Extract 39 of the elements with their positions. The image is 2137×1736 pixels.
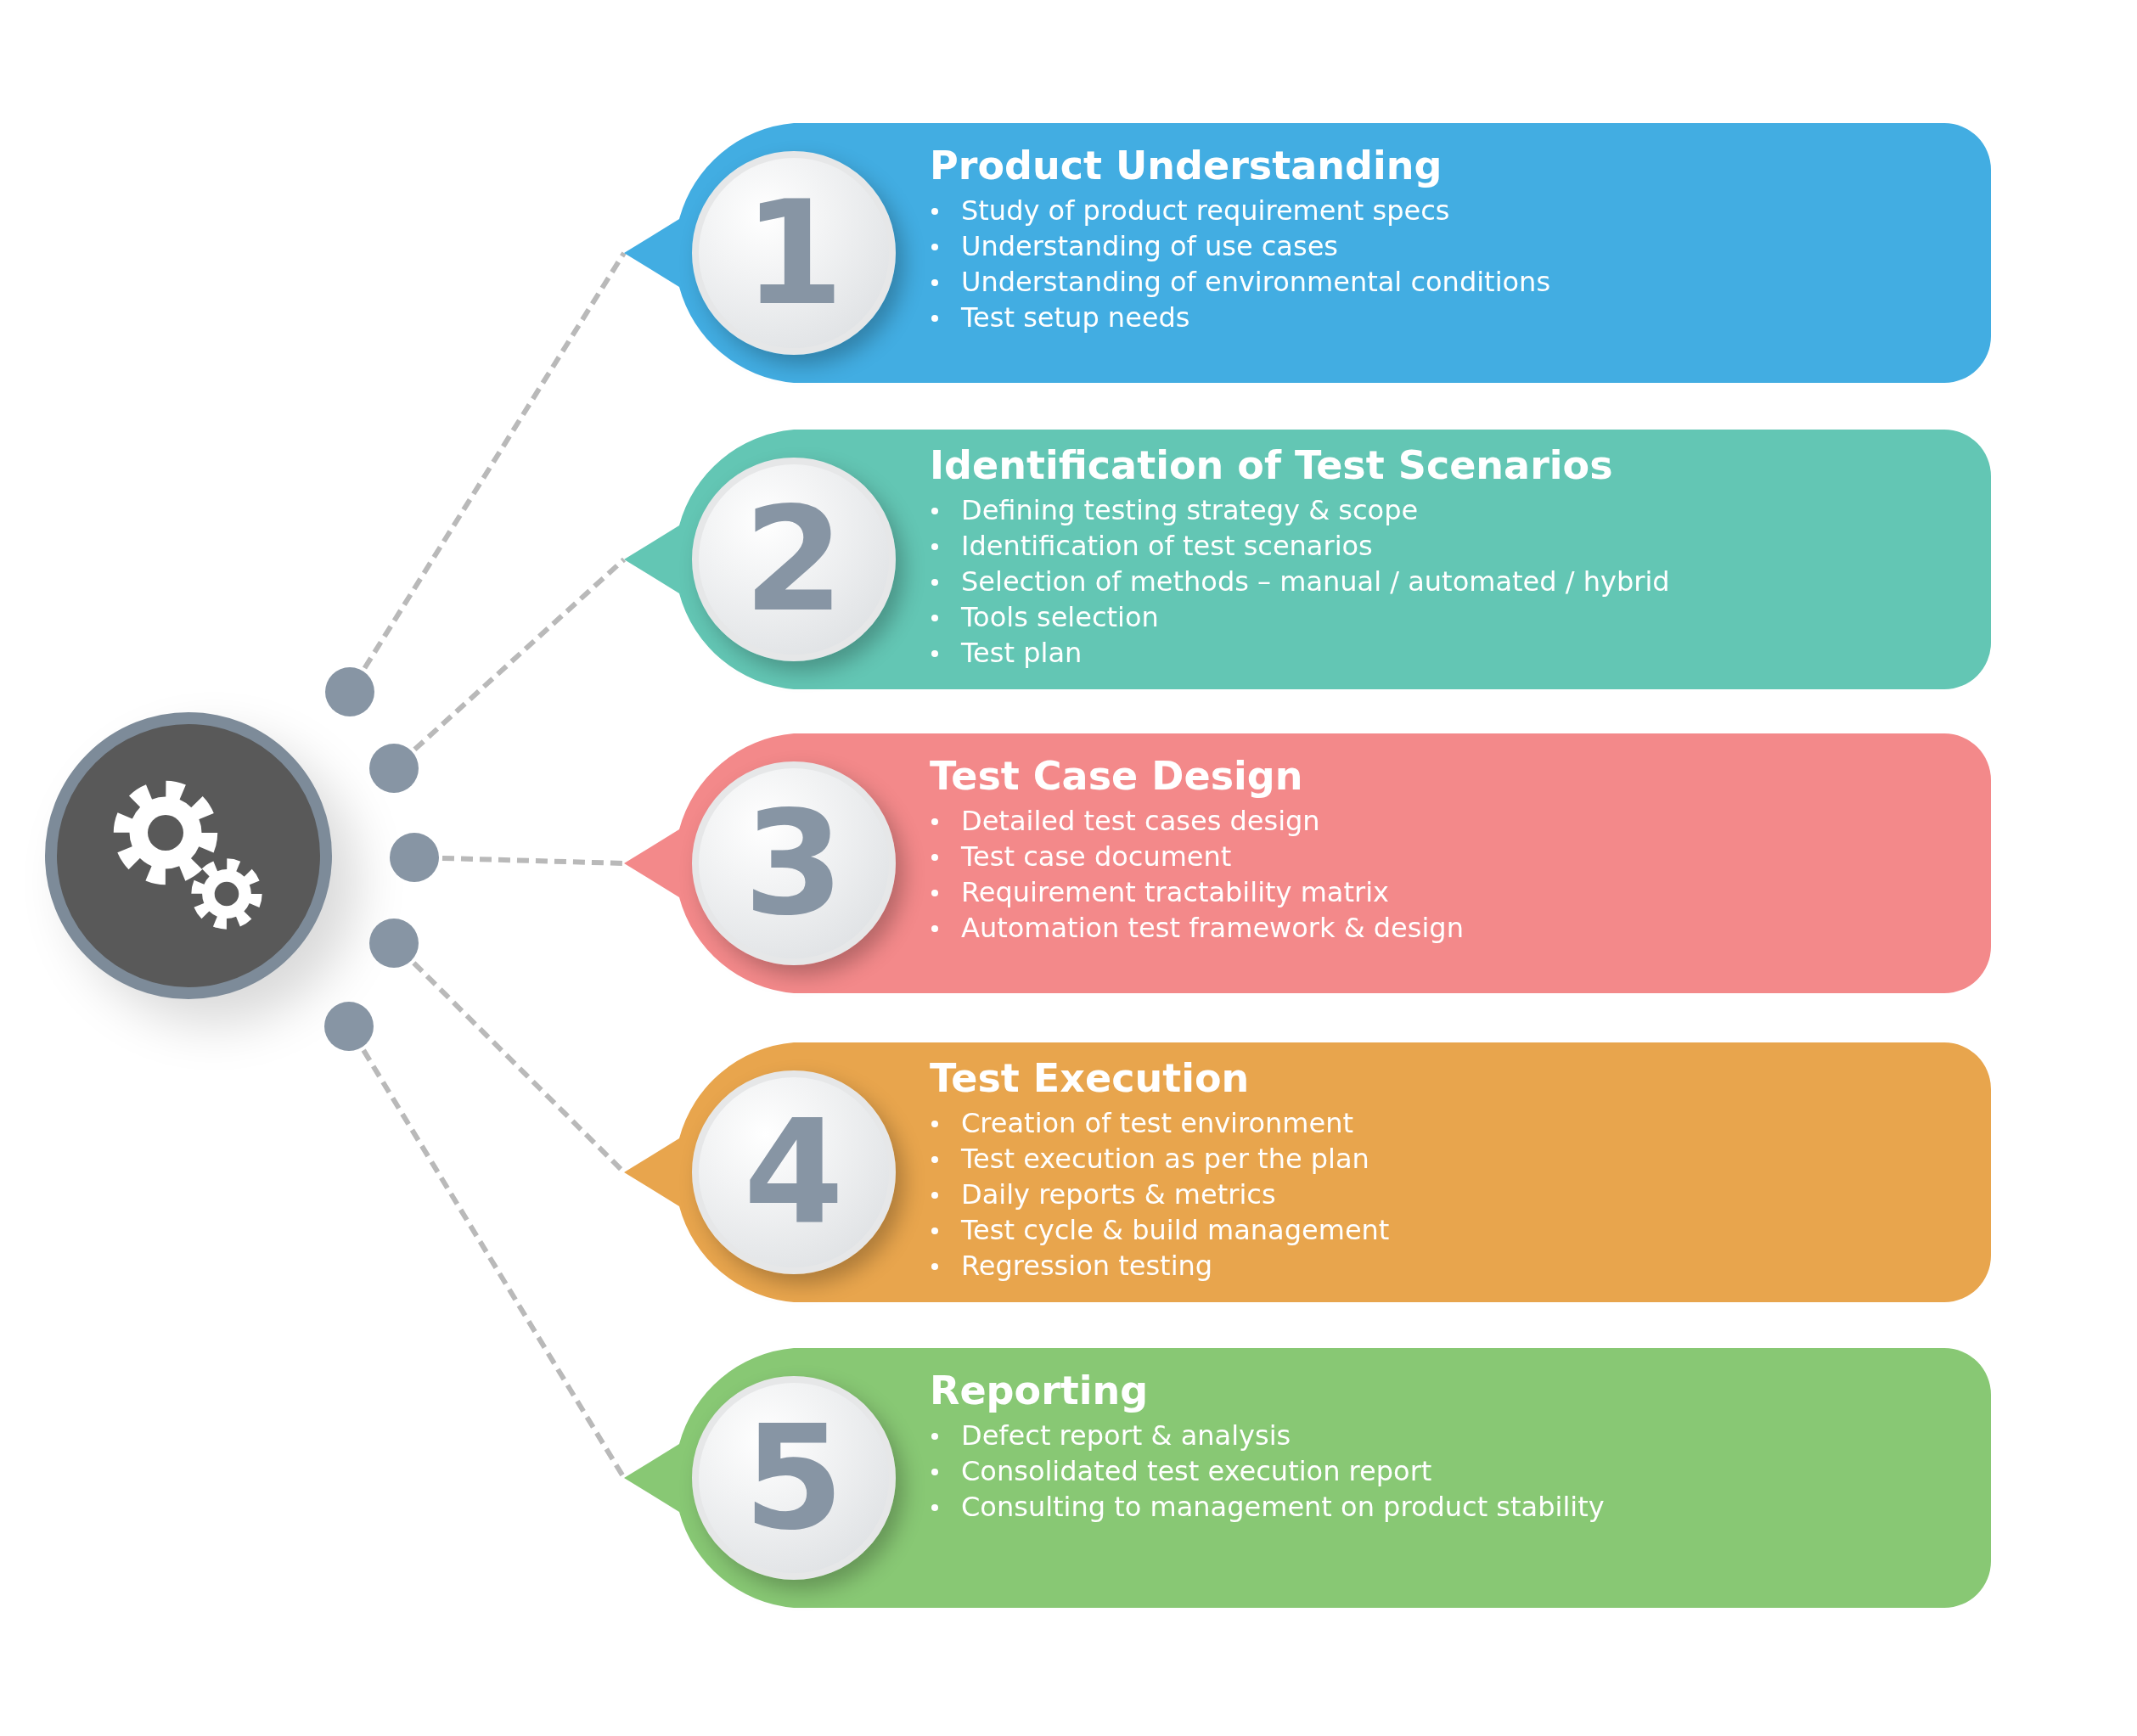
bullet-item: Automation test framework & design xyxy=(961,911,1464,946)
step-banner xyxy=(624,123,1991,383)
bullet-item: Tools selection xyxy=(961,600,1159,635)
bullet-item: Test cycle & build management xyxy=(961,1213,1390,1248)
step-banner xyxy=(624,430,1991,689)
bullet-item: Test execution as per the plan xyxy=(961,1142,1369,1177)
bullet-item: Selection of methods – manual / automated / hybrid xyxy=(961,565,1670,599)
dot xyxy=(369,919,419,968)
dashed-connector xyxy=(413,557,626,752)
dashed-connector xyxy=(362,251,627,670)
bullet-item: Defect report & analysis xyxy=(961,1419,1291,1453)
dot xyxy=(390,833,439,882)
bullet-item: Daily reports & metrics xyxy=(961,1177,1276,1212)
bullet-item: Regression testing xyxy=(961,1249,1213,1284)
step-heading: Product Understanding xyxy=(930,142,1442,189)
bullet-item: Creation of test environment xyxy=(961,1106,1353,1141)
step-heading: Test Case Design xyxy=(930,752,1303,800)
bullet-item: Consolidated test execution report xyxy=(961,1454,1432,1489)
step-heading: Reporting xyxy=(930,1367,1149,1414)
step-banner xyxy=(624,1348,1991,1608)
bullet-item: Identification of test scenarios xyxy=(961,529,1373,564)
dashed-connector xyxy=(441,855,625,866)
step-banner xyxy=(624,733,1991,993)
step-banner xyxy=(624,1042,1991,1302)
bullet-item: Test setup needs xyxy=(961,301,1190,335)
dot xyxy=(369,744,419,793)
bullet-item: Test case document xyxy=(961,840,1232,874)
dot xyxy=(325,667,374,716)
bullet-item: Requirement tractability matrix xyxy=(961,875,1389,910)
step-heading: Identification of Test Scenarios xyxy=(930,441,1613,489)
bullet-item: Test plan xyxy=(961,636,1083,671)
bullet-item: Understanding of environmental conditions xyxy=(961,265,1551,300)
bullet-item: Consulting to management on product stability xyxy=(961,1490,1605,1525)
bullet-item: Study of product requirement specs xyxy=(961,194,1450,228)
bullet-item: Detailed test cases design xyxy=(961,804,1320,839)
dot xyxy=(324,1002,374,1051)
bullet-item: Defining testing strategy & scope xyxy=(961,493,1419,528)
bullet-item: Understanding of use cases xyxy=(961,229,1338,264)
step-heading: Test Execution xyxy=(930,1054,1250,1102)
